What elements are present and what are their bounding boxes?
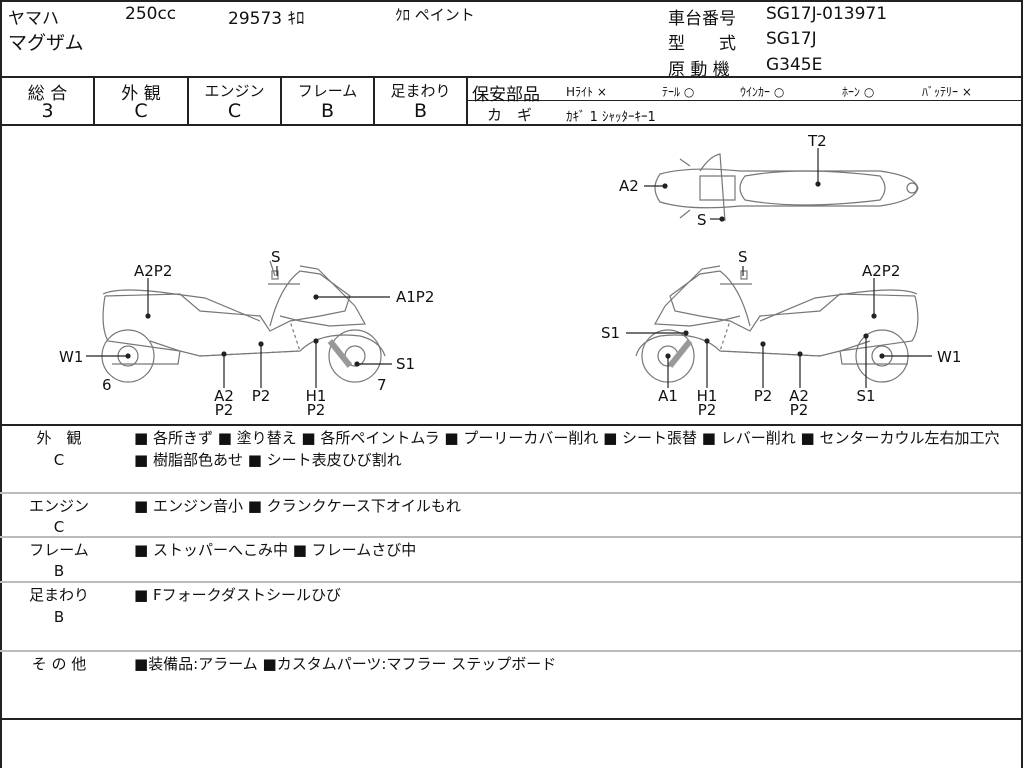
section-grade: B <box>53 562 65 580</box>
damage-label: P2 <box>214 401 234 419</box>
grade-value-suspension: B <box>413 100 428 122</box>
type-label: 型 式 <box>668 34 736 54</box>
divider <box>0 718 1021 720</box>
divider <box>467 100 1021 101</box>
leader-lines <box>86 148 932 388</box>
divider <box>280 77 282 125</box>
mileage: 29573 ｷﾛ <box>228 9 305 29</box>
safety-horn: ﾎｰﾝ ○ <box>842 85 875 99</box>
divider <box>0 650 1021 652</box>
divider <box>373 77 375 125</box>
damage-label: A1P2 <box>396 288 435 306</box>
divider <box>0 76 1021 78</box>
damage-label: W1 <box>59 348 84 366</box>
damage-label: S <box>271 248 281 266</box>
displacement: 250cc <box>125 4 177 24</box>
grade-label-exterior: 外 観 <box>121 84 161 104</box>
damage-label: P2 <box>306 401 326 419</box>
safety-battery: ﾊﾞｯﾃﾘｰ × <box>922 85 972 99</box>
grade-value-exterior: C <box>134 100 148 122</box>
divider <box>0 124 1021 126</box>
damage-label: S1 <box>601 324 621 342</box>
divider <box>187 77 189 125</box>
section-title: 足まわり <box>28 586 89 604</box>
section-grade: C <box>53 451 65 469</box>
frame-no: SG17J-013971 <box>766 4 888 24</box>
safety-label: 保安部品 <box>472 85 540 105</box>
grade-value-engine: C <box>227 100 242 122</box>
maker: ヤマハ <box>8 9 59 29</box>
divider <box>466 77 468 125</box>
damage-label: A2 <box>214 387 234 405</box>
key-value: ｶｷﾞ 1 ｼｬｯﾀｰｷｰ1 <box>566 110 656 125</box>
section-text: ■ 各所きず ■ 塗り替え ■ 各所ペイントムラ ■ プーリーカバー削れ ■ シ… <box>134 429 1000 469</box>
damage-label: 7 <box>377 376 387 394</box>
damage-label: 6 <box>102 376 112 394</box>
section-text: ■装備品:アラーム ■カスタムパーツ:マフラー ステップボード <box>134 655 557 673</box>
divider <box>0 536 1021 538</box>
damage-label: W1 <box>937 348 962 366</box>
safety-headlight: Hﾗｲﾄ × <box>566 85 607 99</box>
damage-label: P2 <box>697 401 717 419</box>
grade-value-frame: B <box>320 100 335 122</box>
frame-no-label: 車台番号 <box>668 9 736 29</box>
section-title: エンジン <box>28 497 89 515</box>
grade-label-engine: エンジン <box>204 82 265 100</box>
scooter-drawings <box>101 153 919 383</box>
divider <box>0 492 1021 494</box>
section-title: 外 観 <box>36 429 82 447</box>
section-grade: B <box>53 608 65 626</box>
engine-label: 原 動 機 <box>668 60 730 80</box>
damage-label: A2P2 <box>134 262 173 280</box>
model-name: マグザム <box>8 32 84 54</box>
section-grade: C <box>53 518 65 536</box>
section-text: ■ ストッパーへこみ中 ■ フレームさび中 <box>134 541 417 559</box>
damage-label: S <box>697 211 707 229</box>
damage-label: P2 <box>789 401 809 419</box>
color: ｸﾛ ペイント <box>395 6 475 24</box>
key-label: カ ギ <box>487 106 533 124</box>
section-text: ■ エンジン音小 ■ クランクケース下オイルもれ <box>134 497 461 515</box>
damage-diagram: A2P2 S A1P2 W1 S1 6 7 A2 P2 P2 H1 P2 T2 … <box>0 126 1021 424</box>
type: SG17J <box>766 29 817 49</box>
divider <box>0 581 1021 583</box>
damage-label: H1 <box>696 387 718 405</box>
damage-label: P2 <box>251 387 271 405</box>
damage-label: A1 <box>658 387 678 405</box>
section-title: フレーム <box>29 541 89 559</box>
safety-winker: ｳｲﾝｶｰ ○ <box>740 85 785 99</box>
damage-label: A2 <box>619 177 639 195</box>
section-text: ■ Fフォークダストシールひび <box>134 586 341 604</box>
damage-label: A2 <box>789 387 809 405</box>
grade-label-suspension: 足まわり <box>390 82 451 100</box>
damage-label: P2 <box>753 387 773 405</box>
divider <box>0 424 1021 426</box>
section-title: そ の 他 <box>31 655 87 673</box>
safety-tail: ﾃｰﾙ ○ <box>662 85 695 99</box>
damage-label: A2P2 <box>862 262 901 280</box>
damage-label: S <box>738 248 748 266</box>
damage-label: T2 <box>808 132 827 150</box>
grade-label-frame: フレーム <box>297 82 358 100</box>
engine: G345E <box>766 55 823 75</box>
grade-value-overall: 3 <box>41 100 54 122</box>
damage-label: S1 <box>396 355 416 373</box>
damage-label: H1 <box>305 387 327 405</box>
damage-label: S1 <box>856 387 876 405</box>
divider <box>93 77 95 125</box>
grade-label-overall: 総 合 <box>27 84 68 104</box>
